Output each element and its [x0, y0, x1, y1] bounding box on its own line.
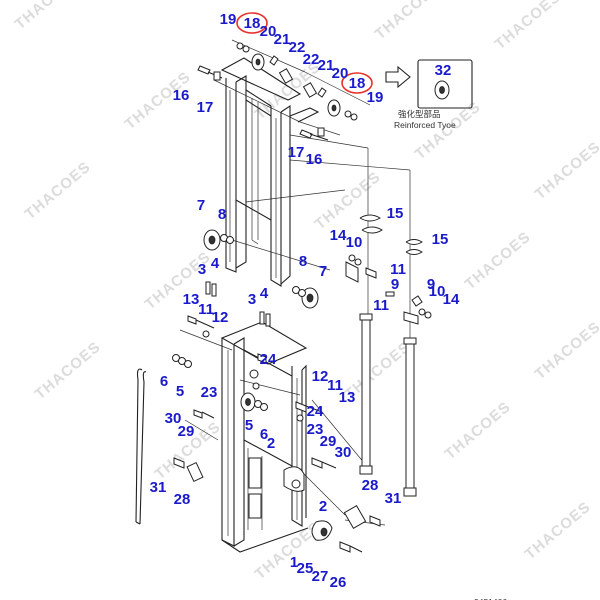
callout-15: 15 [387, 205, 404, 222]
callout-11: 11 [390, 261, 406, 278]
watermark-text: THACOES [532, 138, 600, 203]
callout-6: 6 [160, 373, 168, 390]
callout-2: 2 [319, 498, 327, 515]
watermark-text: THACOES [532, 318, 600, 383]
side-rollers [203, 229, 319, 309]
inner-mast [220, 321, 309, 553]
watermark-text: THACOES [372, 0, 444, 43]
callout-4: 4 [211, 255, 220, 272]
shims [205, 281, 271, 327]
callout-27: 27 [312, 568, 329, 585]
callout-12: 12 [312, 368, 329, 385]
callout-17: 17 [288, 144, 305, 161]
guide-rod [135, 368, 147, 525]
watermark-text: THACOES [12, 0, 84, 33]
callout-5: 5 [245, 417, 253, 434]
highlight-ring [236, 12, 268, 34]
callout-6: 6 [260, 426, 268, 443]
mast-drawing [135, 12, 473, 553]
watermark-text: THACOES [312, 168, 384, 233]
callout-11: 11 [327, 377, 343, 394]
callout-4: 4 [260, 285, 269, 302]
callout-30: 30 [165, 410, 182, 427]
callout-21: 21 [318, 57, 335, 74]
callout-2: 2 [267, 435, 275, 452]
callout-28: 28 [362, 477, 379, 494]
callout-29: 29 [320, 433, 337, 450]
outer-mast [220, 57, 320, 287]
drawing-code: 9451406 [474, 597, 507, 600]
callout-7: 7 [319, 263, 327, 280]
callout-24: 24 [260, 351, 277, 368]
callout-8: 8 [218, 206, 226, 223]
callout-22: 22 [289, 39, 306, 56]
callout-13: 13 [339, 389, 356, 406]
callout-11: 11 [373, 297, 389, 314]
watermark-text: THACOES [462, 228, 534, 293]
callout-17: 17 [197, 99, 214, 116]
callout-14: 14 [330, 227, 347, 244]
callout-25: 25 [297, 560, 314, 577]
note-english: Reinforced Tyoe [394, 120, 456, 130]
watermark-text: THACOES [22, 158, 94, 223]
lower-left-parts [172, 315, 268, 483]
callout-16: 16 [306, 151, 323, 168]
callout-19: 19 [367, 89, 384, 106]
callout-19: 19 [220, 11, 237, 28]
callout-15: 15 [432, 231, 449, 248]
callout-20: 20 [332, 65, 349, 82]
callout-16: 16 [173, 87, 190, 104]
callout-9: 9 [391, 276, 399, 293]
watermark-text: THACOES [442, 398, 514, 463]
callout-5: 5 [176, 383, 184, 400]
chain-brackets [345, 214, 432, 325]
callout-9: 9 [427, 276, 435, 293]
callout-3: 3 [248, 291, 256, 308]
callout-22: 22 [303, 51, 320, 68]
lift-cylinders [359, 313, 417, 497]
callout-29: 29 [178, 423, 195, 440]
callout-13: 13 [183, 291, 200, 308]
callout-11: 11 [198, 301, 214, 318]
callout-10: 10 [346, 234, 363, 251]
highlight-ring [341, 72, 373, 94]
upper-bolts [197, 65, 329, 141]
highlight-rings [236, 12, 373, 94]
top-rollers [236, 42, 358, 121]
callout-23: 23 [307, 421, 324, 438]
callout-18: 18 [244, 15, 261, 32]
callout-10: 10 [429, 283, 446, 300]
callout-24: 24 [307, 403, 324, 420]
callout-30: 30 [335, 444, 352, 461]
callout-3: 3 [198, 261, 206, 278]
callout-12: 12 [212, 309, 229, 326]
reinforced-inset [385, 59, 473, 109]
callout-18: 18 [349, 75, 366, 92]
callout-23: 23 [201, 384, 218, 401]
watermark-text: THACOES [492, 0, 564, 53]
callout-31: 31 [385, 490, 402, 507]
callout-32: 32 [435, 62, 452, 79]
callout-21: 21 [274, 31, 291, 48]
callout-8: 8 [299, 253, 307, 270]
callout-31: 31 [150, 479, 167, 496]
callout-28: 28 [174, 491, 191, 508]
watermark-text: THACOES [32, 338, 104, 403]
lower-right-parts [283, 401, 381, 553]
watermark-text: THACOES [522, 498, 594, 563]
callout-26: 26 [330, 574, 347, 591]
callout-20: 20 [260, 23, 277, 40]
callout-1: 1 [290, 554, 298, 571]
note-japanese: 強化型部品 [398, 109, 441, 119]
callout-14: 14 [443, 291, 460, 308]
callout-7: 7 [197, 197, 205, 214]
